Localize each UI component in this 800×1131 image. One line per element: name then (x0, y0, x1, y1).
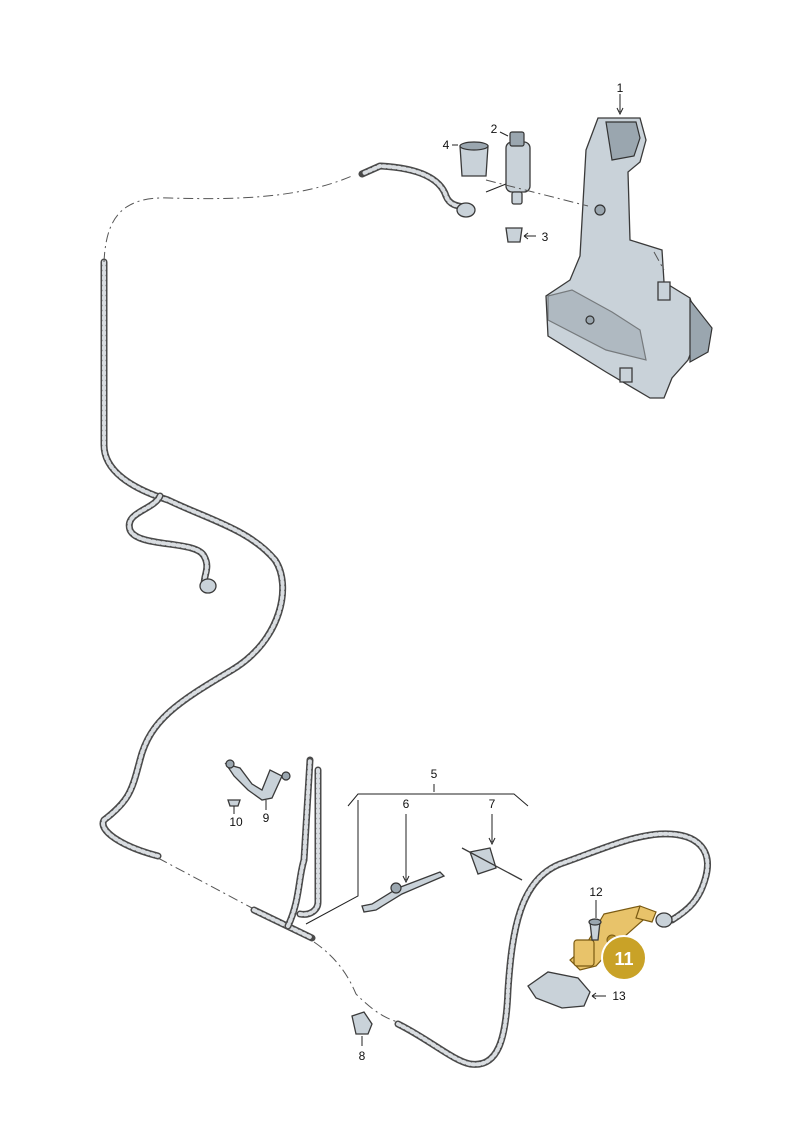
callout-labels: 1 2 3 4 5 6 7 8 9 10 12 13 (229, 81, 626, 1063)
callout-2: 2 (491, 122, 498, 136)
hose-fittings (199, 202, 673, 928)
screw (588, 900, 602, 941)
small-clip (351, 1011, 373, 1046)
washer-fluid-reservoir (545, 94, 713, 399)
callout-4: 4 (443, 138, 450, 152)
callout-10: 10 (229, 815, 243, 829)
grommet (452, 141, 489, 177)
callout-13: 13 (612, 989, 626, 1003)
callout-6: 6 (403, 797, 410, 811)
connection-lines (103, 175, 665, 1023)
callout-8: 8 (359, 1049, 366, 1063)
hose-clip (461, 814, 523, 881)
nozzle-cover-cap (527, 971, 606, 1009)
callout-5: 5 (431, 767, 438, 781)
callout-7: 7 (489, 797, 496, 811)
callout-3: 3 (542, 230, 549, 244)
seal-cap (505, 227, 536, 243)
nozzle-bracket (224, 759, 291, 814)
hose-lines (99, 162, 711, 1068)
cable-tie (361, 814, 446, 913)
callout-1: 1 (617, 81, 624, 95)
highlight-badge: 11 (601, 935, 647, 981)
callout-12: 12 (589, 885, 603, 899)
washer-pump (485, 131, 531, 205)
group-bracket (305, 784, 529, 925)
callout-9: 9 (263, 811, 270, 825)
highlight-badge-label: 11 (614, 949, 633, 969)
